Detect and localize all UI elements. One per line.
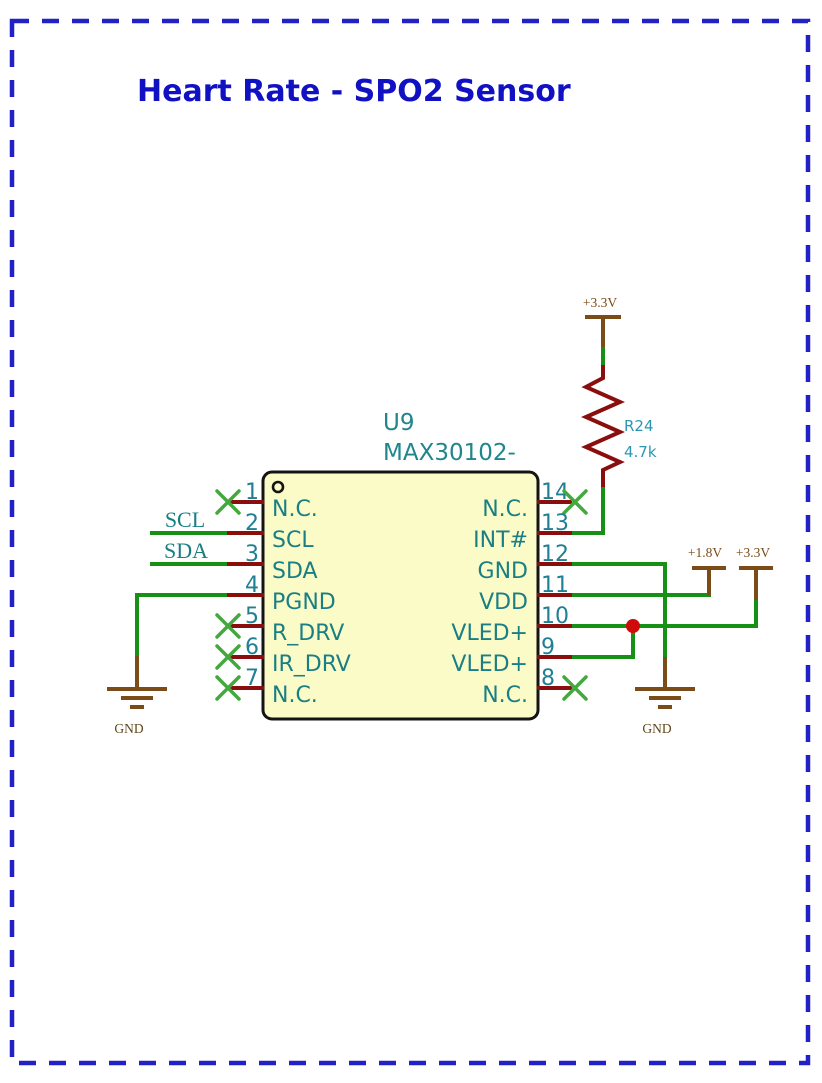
ic-pin-9[interactable]: 9 VLED+ <box>451 635 572 677</box>
ic-pin-1[interactable]: 1 N.C. <box>215 480 318 522</box>
ic-pin-10[interactable]: 10 VLED+ <box>451 604 572 646</box>
pin1-indicator-icon <box>271 480 285 494</box>
power-bar-icon <box>739 566 773 600</box>
wire-vdd-to-1v8[interactable] <box>572 568 711 597</box>
pin-number: 5 <box>245 604 259 629</box>
gnd-symbol-right[interactable]: GND <box>635 657 695 736</box>
ic-pin-6[interactable]: 6 IR_DRV <box>215 635 351 677</box>
power-flag-3v3-right[interactable]: +3.3V <box>736 545 773 600</box>
power-label: +3.3V <box>736 545 770 560</box>
power-label: +3.3V <box>583 295 617 310</box>
resistor-zigzag <box>581 365 625 487</box>
pin-number: 4 <box>245 573 259 598</box>
wire-gnd-pin12[interactable] <box>572 562 667 657</box>
ic-refdes: U9 <box>383 410 414 436</box>
pin-name: N.C. <box>272 683 318 708</box>
no-connect-icon <box>562 489 588 515</box>
pin-name: R_DRV <box>272 621 344 646</box>
pin-number: 9 <box>541 635 555 660</box>
ic-u9[interactable]: U9 MAX30102- 1 N.C. 2 SCL 3 SDA 4 PGND 5… <box>215 410 588 721</box>
ic-pin-3[interactable]: 3 SDA <box>227 542 318 584</box>
ic-pin-7[interactable]: 7 N.C. <box>215 666 318 708</box>
ic-pin-11[interactable]: 11 VDD <box>479 573 572 615</box>
resistor-refdes: R24 <box>624 417 654 435</box>
pin-name: VLED+ <box>451 652 528 677</box>
ground-icon <box>635 657 695 709</box>
pin-name: IR_DRV <box>272 652 351 677</box>
no-connect-icon <box>215 675 241 701</box>
ic-pin-8[interactable]: 8 N.C. <box>482 666 588 708</box>
power-flag-1v8[interactable]: +1.8V <box>688 545 726 595</box>
no-connect-icon <box>215 644 241 670</box>
no-connect-icon <box>215 489 241 515</box>
ground-label: GND <box>114 721 143 736</box>
power-bar-icon <box>585 315 621 347</box>
pin-number: 11 <box>541 573 569 598</box>
pin-name: N.C. <box>272 497 318 522</box>
gnd-symbol-left[interactable]: GND <box>107 656 167 736</box>
pin-name: VDD <box>479 590 528 615</box>
power-label: +1.8V <box>688 545 722 560</box>
ic-part-number: MAX30102- <box>383 440 516 466</box>
pin-name: SDA <box>272 559 318 584</box>
ic-pin-5[interactable]: 5 R_DRV <box>215 604 344 646</box>
resistor-value: 4.7k <box>624 443 657 461</box>
pin-number: 2 <box>245 511 259 536</box>
pin-number: 12 <box>541 542 569 567</box>
no-connect-icon <box>215 613 241 639</box>
page-title: Heart Rate - SPO2 Sensor <box>137 74 571 109</box>
pin-name: N.C. <box>482 683 528 708</box>
pin-name: VLED+ <box>451 621 528 646</box>
pin-name: PGND <box>272 590 336 615</box>
ground-icon <box>107 656 167 709</box>
net-label-sda[interactable]: SDA <box>164 538 208 563</box>
wire-pgnd-to-gnd[interactable] <box>135 593 228 656</box>
pin-name: INT# <box>473 528 528 553</box>
ground-label: GND <box>642 721 671 736</box>
wire-int-to-resistor[interactable] <box>572 487 605 535</box>
ic-pin-4[interactable]: 4 PGND <box>227 573 336 615</box>
power-flag-3v3-top[interactable]: +3.3V <box>583 295 621 347</box>
pin-number: 3 <box>245 542 259 567</box>
pin-number: 10 <box>541 604 569 629</box>
pin-number: 8 <box>541 666 555 691</box>
resistor-r24[interactable]: R24 4.7k <box>581 365 657 487</box>
pin-number: 6 <box>245 635 259 660</box>
no-connect-icon <box>562 675 588 701</box>
pin-name: N.C. <box>482 497 528 522</box>
ic-pin-2[interactable]: 2 SCL <box>227 511 314 553</box>
sheet-border <box>9 18 811 1066</box>
ic-pin-13[interactable]: 13 INT# <box>473 511 572 553</box>
pin-number: 7 <box>245 666 259 691</box>
ic-pin-12[interactable]: 12 GND <box>478 542 572 584</box>
power-bar-icon <box>692 566 726 595</box>
pin-number: 1 <box>245 480 259 505</box>
wire-junction-dot <box>626 619 640 633</box>
wire-vled-pin9[interactable] <box>572 626 635 659</box>
net-label-scl[interactable]: SCL <box>165 507 205 532</box>
ic-pin-14[interactable]: 14 N.C. <box>482 480 588 522</box>
pin-number: 13 <box>541 511 569 536</box>
pin-name: GND <box>478 559 528 584</box>
pin-name: SCL <box>272 528 314 553</box>
